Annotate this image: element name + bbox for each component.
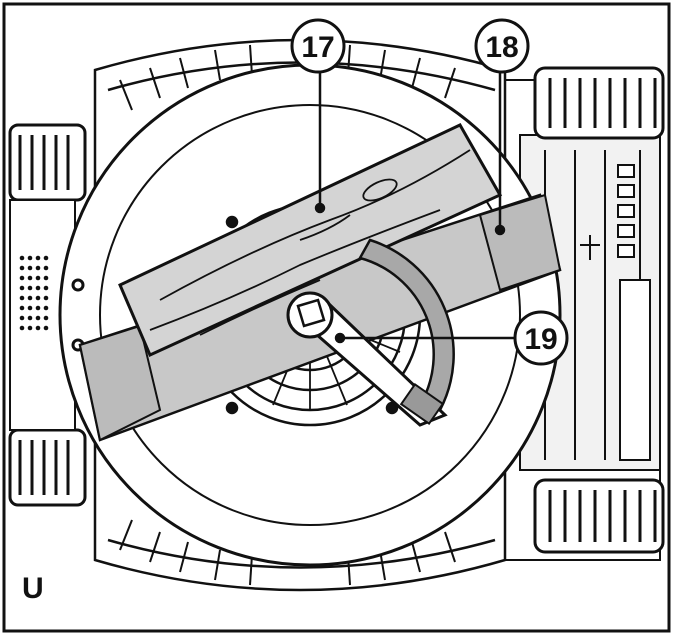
callout-leaders (314, 70, 515, 344)
callout-19: 19 (513, 310, 569, 366)
body-left-side (9, 199, 76, 431)
wheel-rear-right (533, 478, 665, 554)
figure-label: U (22, 572, 44, 605)
callout-18-label: 18 (485, 31, 518, 64)
callout-18: 18 (474, 18, 530, 74)
vent-grid (19, 255, 49, 331)
wheel-front-left (8, 123, 87, 202)
callout-17-label: 17 (301, 31, 334, 64)
callout-19-label: 19 (524, 323, 557, 356)
callout-17: 17 (290, 18, 346, 74)
wheel-front-right (533, 66, 665, 140)
wheel-rear-left (8, 428, 87, 507)
